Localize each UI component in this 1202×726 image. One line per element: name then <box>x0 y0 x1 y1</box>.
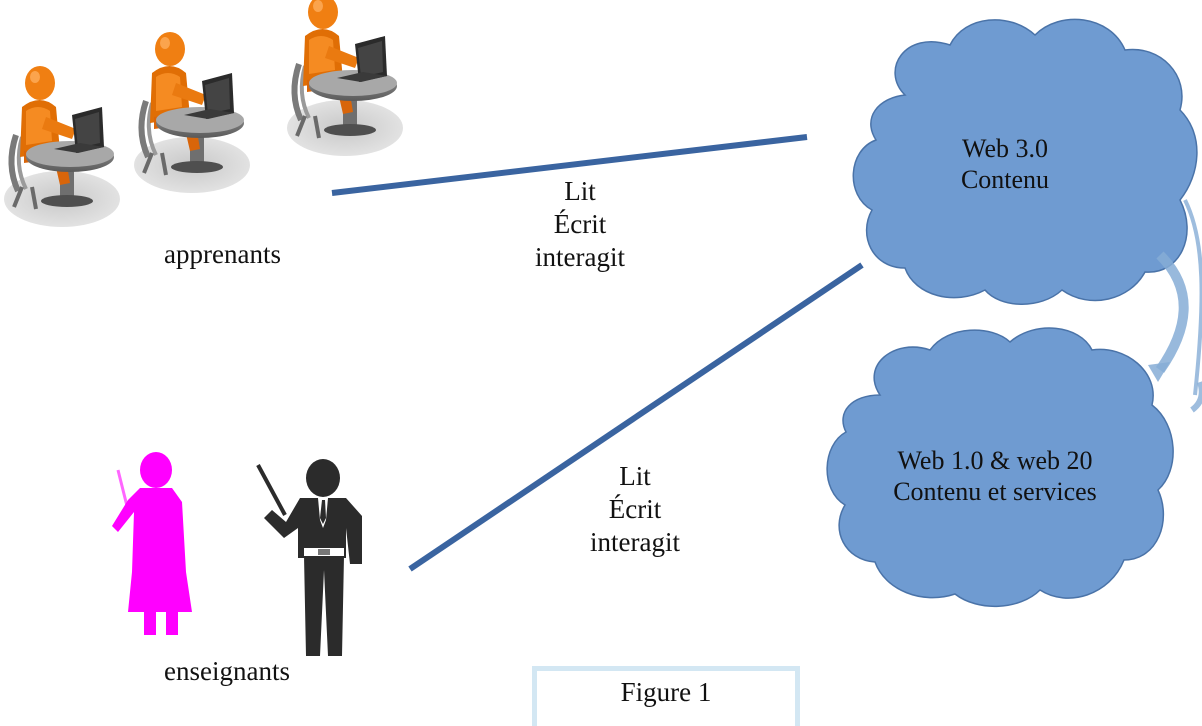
connector-learners <box>331 134 808 196</box>
cloud-web1-web2-title: Web 1.0 & web 20 <box>897 446 1093 475</box>
cloud-web1-web2-subtitle: Contenu et services <box>893 477 1097 507</box>
link-top-interact: interagit <box>535 242 625 273</box>
figure-caption-text: Figure 1 <box>620 677 712 707</box>
cloud-web3-title: Web 3.0 <box>962 134 1048 163</box>
cloud-web1-web2-label: Web 1.0 & web 20 Contenu et services <box>850 445 1140 507</box>
teacher-female-figure <box>112 452 192 635</box>
link-top-write: Écrit <box>553 209 607 240</box>
connector-teachers <box>408 262 864 572</box>
diagram-canvas <box>0 0 1202 656</box>
teachers-label: enseignants <box>164 656 290 686</box>
curved-arrow <box>1148 199 1202 413</box>
link-bottom-read: Lit <box>619 461 651 491</box>
learner-figure <box>4 66 120 227</box>
cloud-web3-subtitle: Contenu <box>960 165 1050 195</box>
cloud-web1-web2 <box>826 327 1174 607</box>
learner-figure <box>287 0 403 156</box>
figure-caption: Figure 1 <box>532 666 800 726</box>
learners-label: apprenants <box>164 239 281 269</box>
cloud-web3-label: Web 3.0 Contenu <box>930 133 1080 195</box>
cloud-web3 <box>852 18 1198 305</box>
teacher-male-figure <box>256 459 362 656</box>
link-top-label: Lit Écrit interagit <box>525 175 635 275</box>
link-bottom-write: Écrit <box>608 494 662 525</box>
link-bottom-label: Lit Écrit interagit <box>580 460 690 560</box>
learner-figure <box>134 32 250 193</box>
link-top-read: Lit <box>564 176 596 206</box>
link-bottom-interact: interagit <box>590 527 680 558</box>
